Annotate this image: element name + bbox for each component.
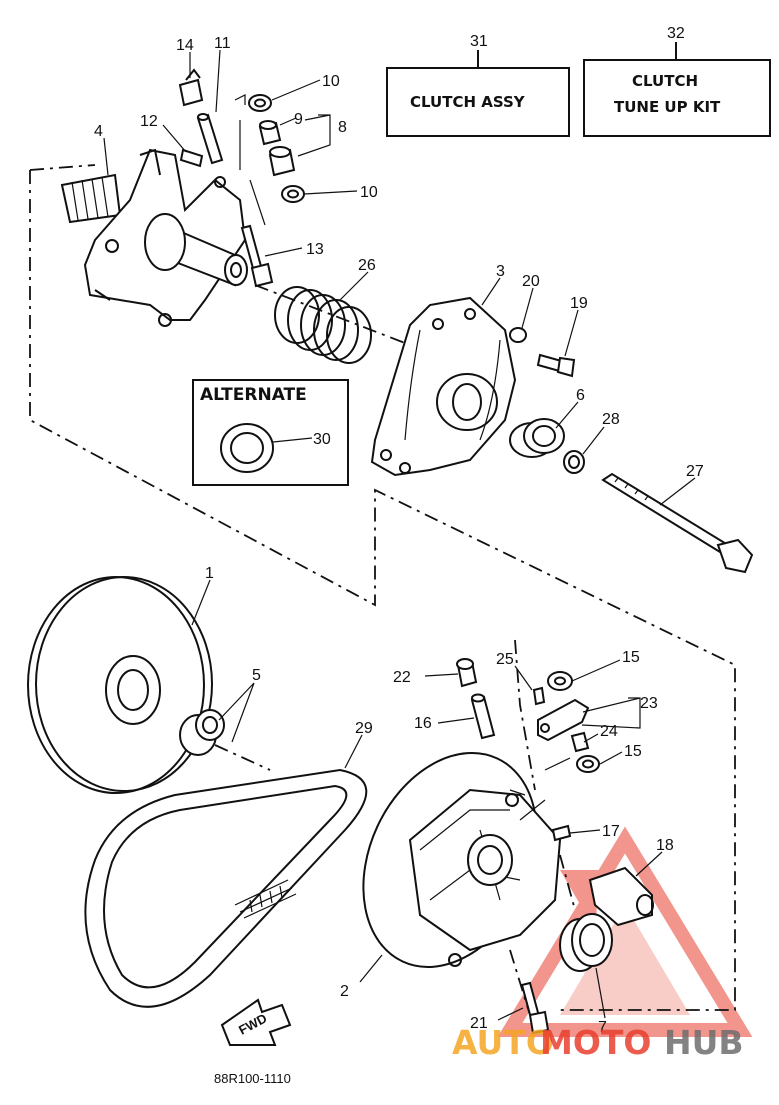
leader-lines	[103, 49, 696, 1021]
callout-1: 1	[205, 565, 214, 582]
parts-lower-right	[520, 866, 654, 1035]
callout-10a: 10	[322, 73, 340, 90]
alternate-part-number: 30	[313, 431, 331, 448]
callout-8: 8	[338, 119, 347, 136]
callout-11: 11	[214, 35, 231, 52]
callout-12: 12	[140, 113, 158, 130]
fwd-arrow: FWD	[220, 998, 292, 1046]
clutch-assy-label: CLUTCH ASSY	[410, 93, 526, 111]
watermark-part-auto: AUTO	[452, 1023, 554, 1062]
tune-up-kit-box: 32 CLUTCH TUNE UP KIT	[583, 25, 771, 137]
alternate-box: ALTERNATE 30	[192, 379, 349, 486]
part-5-bushings	[179, 709, 225, 756]
watermark-part-moto: MOTO	[540, 1023, 651, 1062]
part-29-belt	[84, 768, 368, 1008]
part-4-spider-shaft	[60, 148, 248, 327]
callout-5: 5	[252, 667, 261, 684]
diagram-code: 88R100-1110	[214, 1071, 291, 1086]
callout-29: 29	[355, 720, 373, 737]
watermark-text: AUTO MOTO HUB	[452, 1023, 744, 1062]
tune-up-kit-line1: CLUTCH	[632, 72, 698, 90]
callout-10b: 10	[360, 184, 378, 201]
callout-28: 28	[602, 411, 620, 428]
part-13-bolt	[240, 224, 274, 288]
parts-right-middle	[509, 327, 754, 574]
parts-upper-small	[178, 68, 305, 226]
callout-19: 19	[570, 295, 588, 312]
part-3-cover	[370, 296, 517, 477]
callout-21: 21	[470, 1015, 488, 1032]
callout-3: 3	[496, 263, 505, 280]
callout-6: 6	[576, 387, 585, 404]
assembly-lines	[29, 164, 736, 1016]
callout-9: 9	[294, 111, 303, 128]
part-26-spring	[274, 286, 372, 364]
watermark-part-hub: HUB	[664, 1023, 744, 1062]
callout-23: 23	[640, 695, 658, 712]
callout-13: 13	[306, 241, 324, 258]
clutch-assy-number: 31	[470, 33, 488, 50]
tune-up-kit-number: 32	[667, 25, 685, 42]
callout-7: 7	[598, 1019, 607, 1036]
callout-2: 2	[340, 983, 349, 1000]
part-2-moveable-sheave	[362, 752, 562, 968]
clutch-assy-box: 31 CLUTCH ASSY	[386, 33, 570, 137]
callout-15a: 15	[622, 649, 640, 666]
callout-14: 14	[176, 37, 194, 54]
parts-right-lower-small	[456, 658, 600, 842]
tune-up-kit-line2: TUNE UP KIT	[614, 98, 721, 116]
callout-20: 20	[522, 273, 540, 290]
callout-22: 22	[393, 669, 411, 686]
callout-25: 25	[496, 651, 514, 668]
callout-27: 27	[686, 463, 704, 480]
callout-numbers: 14 11 10 9 8 12 4 10 13 26 3 20 19 6 28 …	[94, 35, 704, 1036]
alternate-label: ALTERNATE	[200, 385, 307, 405]
callout-26: 26	[358, 257, 376, 274]
callout-17: 17	[602, 823, 620, 840]
part-1-fixed-sheave	[27, 576, 213, 794]
callout-18: 18	[656, 837, 674, 854]
callout-16: 16	[414, 715, 432, 732]
callout-24: 24	[600, 723, 618, 740]
callout-4: 4	[94, 123, 103, 140]
callout-15b: 15	[624, 743, 642, 760]
